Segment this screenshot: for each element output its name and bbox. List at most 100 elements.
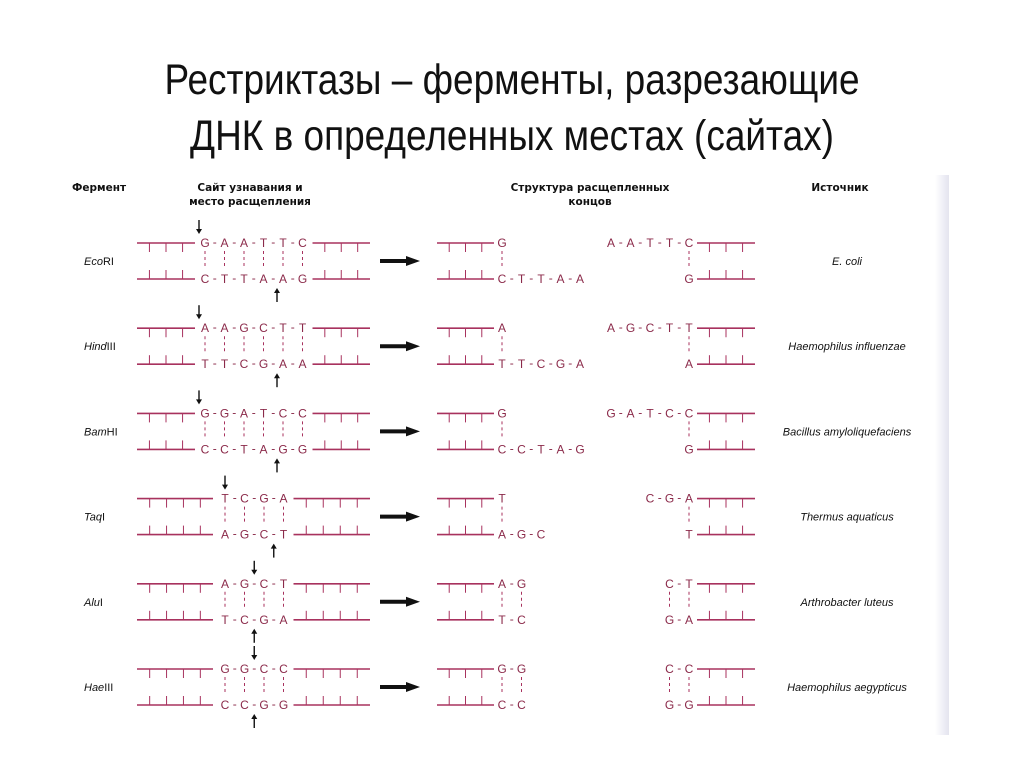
fragment-right-base-top: C — [685, 406, 694, 420]
bond-dash: - — [252, 661, 256, 675]
bond-dash: - — [271, 441, 275, 455]
bond-dash: - — [677, 576, 681, 590]
bond-dash: - — [677, 320, 681, 334]
fragment-left-base-top: G — [517, 662, 526, 676]
site-base-bottom: A — [279, 613, 287, 627]
fragment-left-base-bottom: A — [576, 357, 584, 371]
header-site-line-1: Сайт узнавания и — [197, 182, 303, 194]
fragment-left-base-top: G — [497, 406, 506, 420]
fragment-left-base-bottom: G — [575, 442, 584, 456]
header-source: Источник — [811, 182, 869, 194]
site-base-top: G — [259, 492, 268, 506]
bond-dash: - — [252, 491, 256, 505]
site-base-bottom: T — [240, 272, 248, 286]
bond-dash: - — [619, 235, 623, 249]
fragment-left-base-bottom: A — [556, 272, 564, 286]
bond-dash: - — [510, 356, 514, 370]
bond-dash: - — [568, 356, 572, 370]
bond-dash: - — [271, 356, 275, 370]
fragment-right-base-top: A — [626, 236, 634, 250]
site-base-top: A — [221, 577, 229, 591]
bond-dash: - — [252, 612, 256, 626]
site-base-bottom: C — [220, 442, 229, 456]
bond-dash: - — [213, 405, 217, 419]
bond-dash: - — [232, 320, 236, 334]
bond-dash: - — [510, 661, 514, 675]
header-enzyme: Фермент — [72, 182, 127, 194]
site-base-top: T — [280, 577, 288, 591]
bond-dash: - — [232, 271, 236, 285]
bond-dash: - — [658, 405, 662, 419]
enzyme-name: HindIII — [84, 341, 116, 353]
site-base-bottom: G — [259, 698, 268, 712]
site-base-top: C — [279, 662, 288, 676]
fragment-left-base-bottom: C — [537, 528, 546, 542]
bond-dash: - — [233, 527, 237, 541]
site-base-top: T — [279, 321, 287, 335]
bond-dash: - — [549, 356, 553, 370]
bond-dash: - — [271, 271, 275, 285]
header-site-line-2: место расщепления — [189, 196, 311, 208]
bond-dash: - — [272, 527, 276, 541]
bond-dash: - — [233, 697, 237, 711]
fragment-right-base-top: G — [626, 321, 635, 335]
fragment-right-base-top: C — [665, 662, 674, 676]
site-base-bottom: A — [298, 357, 306, 371]
bond-dash: - — [549, 441, 553, 455]
bond-dash: - — [677, 612, 681, 626]
bond-dash: - — [232, 405, 236, 419]
site-base-bottom: T — [280, 528, 288, 542]
fragment-left-base-bottom: A — [498, 528, 506, 542]
fragment-right-base-top: T — [685, 321, 693, 335]
enzyme-name: HaeIII — [84, 682, 113, 694]
fragment-right-base-bottom: G — [684, 442, 693, 456]
site-base-bottom: G — [259, 613, 268, 627]
bond-dash: - — [213, 320, 217, 334]
bond-dash: - — [252, 441, 256, 455]
reaction-arrow — [406, 341, 420, 352]
bond-dash: - — [677, 405, 681, 419]
fragment-left-base-bottom: T — [498, 357, 506, 371]
fragment-left-base-bottom: T — [518, 272, 526, 286]
fragment-right-base-top: T — [666, 236, 674, 250]
bond-dash: - — [233, 491, 237, 505]
fragment-left-base-bottom: T — [537, 442, 545, 456]
fragment-right-base-top: C — [646, 492, 655, 506]
fragment-right-base-top: C — [665, 577, 674, 591]
fragment-left-base-bottom: C — [498, 272, 507, 286]
site-base-bottom: C — [201, 442, 210, 456]
fragment-left-base-top: A — [498, 577, 506, 591]
fragment-left-base-top: G — [517, 577, 526, 591]
fragment-left-base-bottom: C — [537, 357, 546, 371]
fragment-left-base-bottom: G — [517, 528, 526, 542]
fragment-right-base-top: T — [685, 577, 693, 591]
site-base-bottom: T — [240, 442, 248, 456]
site-base-bottom: G — [278, 442, 287, 456]
site-base-top: A — [279, 492, 287, 506]
site-base-top: T — [260, 406, 268, 420]
fragment-right-base-top: C — [646, 321, 655, 335]
header-ends-line-2: концов — [568, 196, 612, 208]
site-base-bottom: C — [240, 613, 249, 627]
fragment-right-base-top: A — [685, 492, 693, 506]
header-ends: Структура расщепленных концов — [470, 181, 710, 209]
bond-dash: - — [638, 320, 642, 334]
fragment-right-base-top: T — [646, 236, 654, 250]
bond-dash: - — [252, 320, 256, 334]
bond-dash: - — [232, 356, 236, 370]
site-base-bottom: T — [201, 357, 209, 371]
site-base-top: C — [298, 236, 307, 250]
source-organism: Bacillus amyloliquefaciens — [783, 426, 912, 438]
bond-dash: - — [291, 235, 295, 249]
reaction-arrow — [406, 682, 420, 692]
fragment-right-base-top: A — [607, 236, 615, 250]
site-base-bottom: T — [221, 272, 229, 286]
cleavage-arrow-bottom — [274, 288, 280, 293]
site-base-top: G — [200, 406, 209, 420]
fragment-right-base-top: C — [665, 406, 674, 420]
fragment-left-base-top: G — [497, 662, 506, 676]
bond-dash: - — [510, 441, 514, 455]
bond-dash: - — [271, 235, 275, 249]
bond-dash: - — [677, 661, 681, 675]
cleavage-arrow-top — [196, 314, 202, 320]
